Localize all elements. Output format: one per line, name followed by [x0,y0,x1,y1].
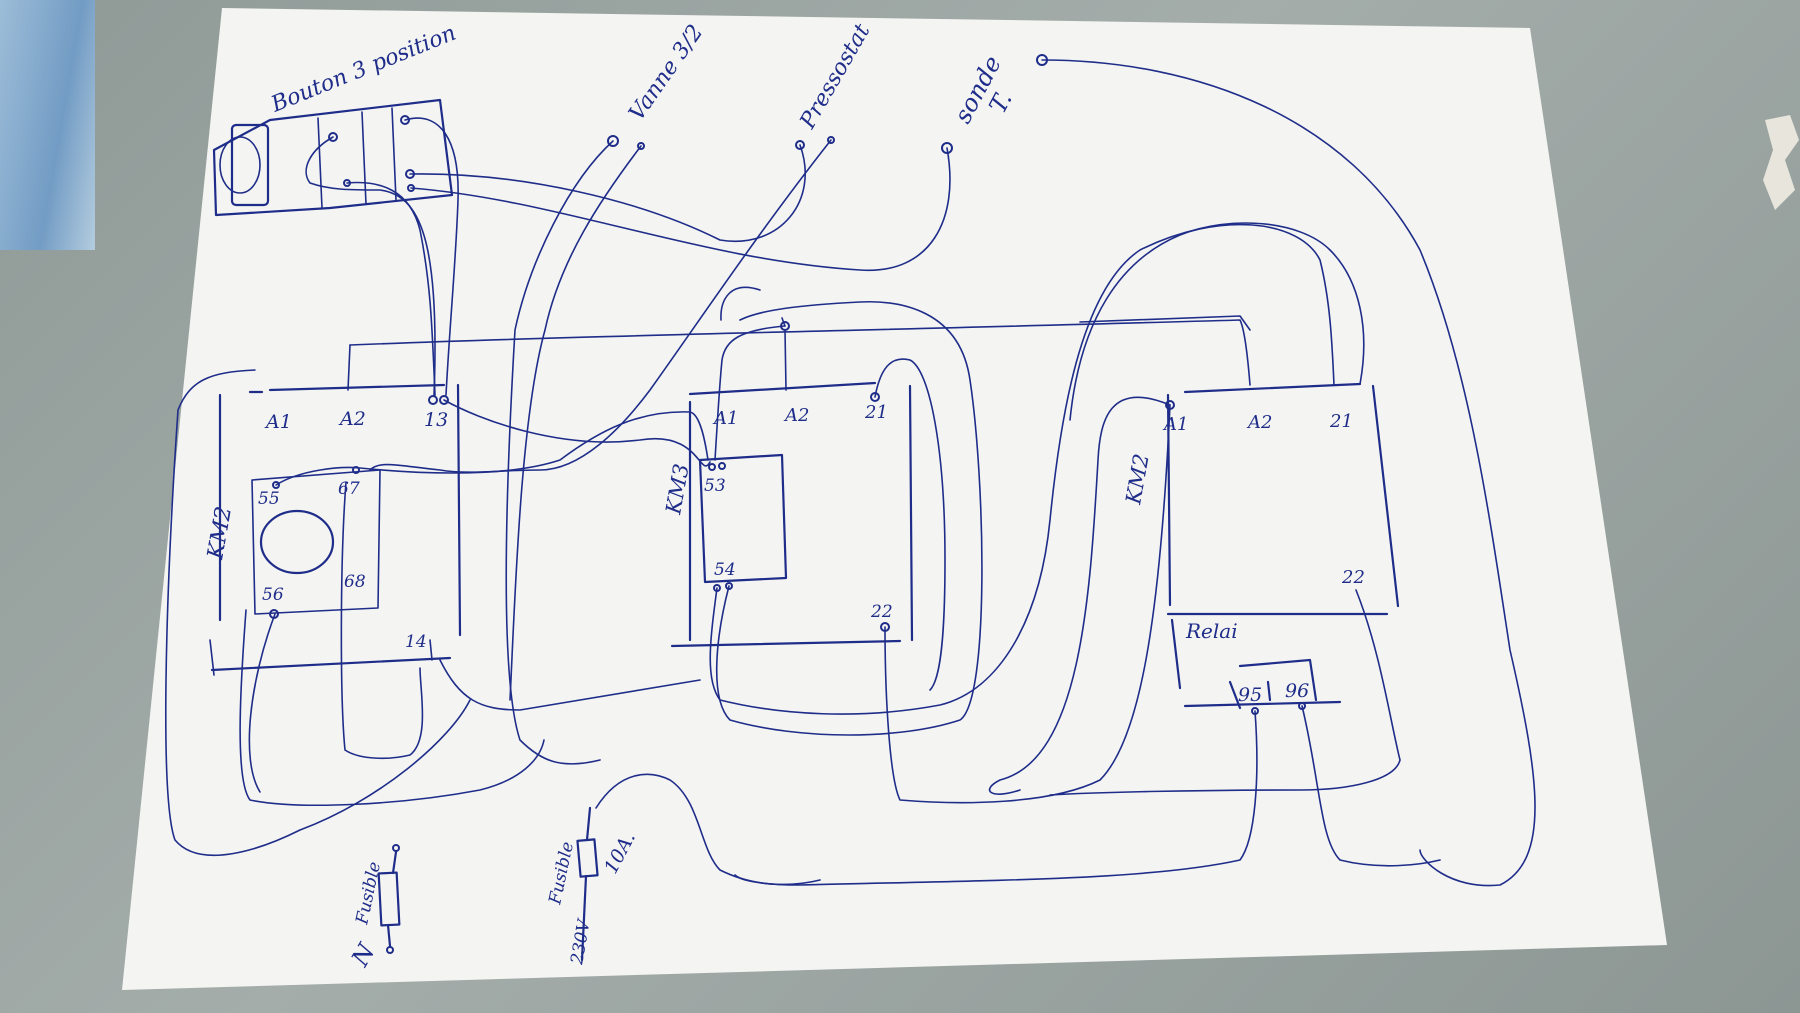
fuse-middle [576,806,599,962]
km3-contactor [670,321,914,648]
km3-53: 53 [704,476,726,496]
km2-right-a1: A1 [1162,414,1188,435]
km2-right-contactor [1165,382,1400,715]
paper-crumbs [1763,115,1799,210]
km2-right-21: 21 [1329,411,1353,432]
km2-left-68: 68 [344,572,366,592]
km2-right-22: 22 [1341,567,1365,588]
relais-96: 96 [1285,680,1309,702]
km2-left-55: 55 [258,489,280,509]
km2-left-56: 56 [262,585,284,605]
km2-left-contactor [210,383,462,672]
km3-a1: A1 [712,408,738,429]
km3-22: 22 [870,602,893,622]
paper-sheet [122,8,1667,990]
km2-left-a2: A2 [338,408,366,430]
relais-label: Relai [1185,619,1238,643]
km3-a2: A2 [783,405,809,426]
blue-tape [0,0,95,250]
selector-switch [212,98,454,217]
km3-21: 21 [864,402,888,423]
km2-left-14: 14 [405,632,427,652]
relais-95: 95 [1238,684,1262,706]
fuse-left [377,844,401,954]
wires [164,59,1536,887]
km2-left-13: 13 [424,409,448,431]
km2-left-a1: A1 [264,411,292,433]
km3-54: 54 [714,560,736,580]
km2-right-a2: A2 [1246,412,1272,433]
km2-left-67: 67 [338,479,360,499]
